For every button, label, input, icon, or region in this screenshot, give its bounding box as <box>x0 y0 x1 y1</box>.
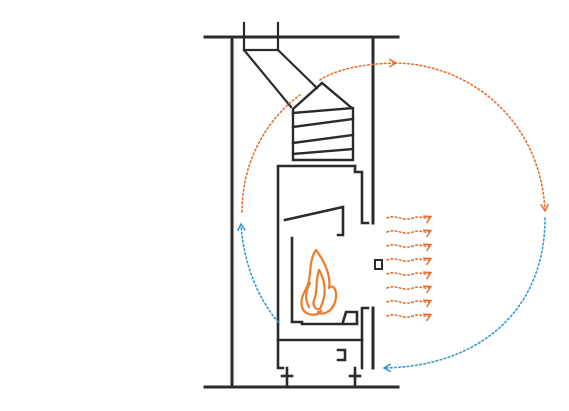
ash-tray <box>336 348 347 362</box>
door-latch <box>374 259 383 270</box>
cool-air-loop-left <box>236 222 279 323</box>
dotted-arrow-right-icon <box>386 243 433 252</box>
dotted-arrow-right-icon <box>386 229 433 238</box>
dotted-arrow-right-icon <box>386 257 433 266</box>
structure <box>203 21 400 389</box>
dotted-arrow-right-icon <box>386 271 433 280</box>
cool-air-loop-right <box>382 217 546 373</box>
dotted-arrow-right-icon <box>386 313 433 322</box>
flue-pipe <box>242 21 319 109</box>
dotted-arrow-right-icon <box>386 215 433 224</box>
dotted-arrow-right-icon <box>386 299 433 308</box>
warm-air-loop-left <box>241 94 301 213</box>
flame-icon <box>300 248 338 316</box>
insert-body <box>276 164 383 389</box>
warm-air-waves <box>386 215 433 322</box>
warm-air-loop <box>319 58 398 81</box>
cool-air-flow <box>236 217 546 373</box>
dotted-arrow-right-icon <box>386 285 433 294</box>
warm-air-loop-right <box>394 62 550 213</box>
flue-collar <box>291 81 355 162</box>
warm-air-flow <box>241 58 550 322</box>
